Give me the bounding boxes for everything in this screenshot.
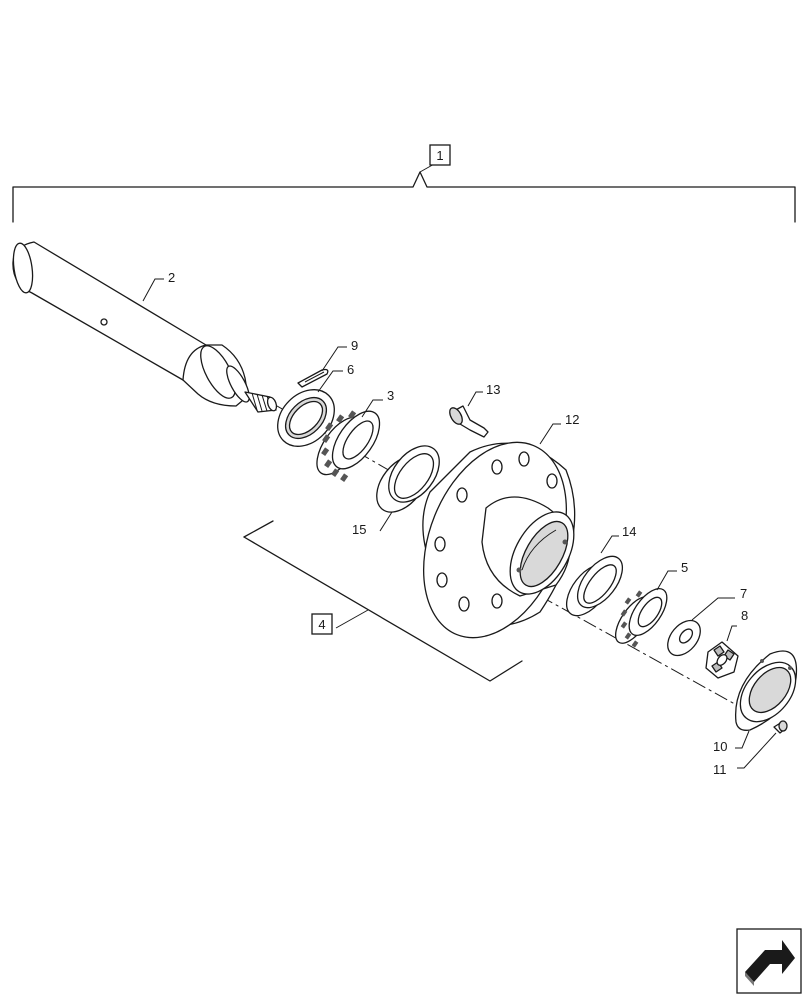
inner-bearing: [316, 410, 381, 482]
callout-11-label: 11: [713, 762, 727, 777]
wheel-hub: [422, 441, 576, 639]
wheel-stud: [449, 405, 489, 438]
callout-12: 12: [539, 412, 579, 445]
castle-nut: [705, 641, 739, 679]
roller-marks: [321, 410, 357, 482]
callout-8: 8: [726, 608, 748, 642]
callout-1-label: 1: [436, 148, 443, 163]
seal: [277, 389, 335, 447]
callout-7: 7: [691, 586, 747, 621]
callout-2-label: 2: [168, 270, 175, 285]
cap-screw: [773, 720, 788, 734]
callout-10-label: 10: [713, 739, 727, 754]
callout-5: 5: [656, 560, 688, 591]
callout-7-label: 7: [740, 586, 747, 601]
callout-13-label: 13: [486, 382, 500, 397]
callout-14-label: 14: [622, 524, 636, 539]
callout-13: 13: [467, 382, 500, 407]
callout-9: 9: [321, 338, 358, 372]
callout-1-box: 1: [429, 144, 451, 166]
spindle-washer: [667, 619, 701, 657]
callout-5-label: 5: [681, 560, 688, 575]
stud-holes: [434, 451, 558, 612]
callout-2: 2: [142, 270, 175, 302]
callout-11: 11: [713, 732, 777, 777]
callout-4-box: 4: [311, 613, 333, 635]
callout-14: 14: [600, 524, 636, 554]
outer-bearing: [615, 588, 668, 648]
callout-6: 6: [317, 362, 354, 393]
callout-15: 15: [352, 511, 393, 537]
outer-bearing-cup: [565, 555, 624, 617]
callout-10: 10: [713, 730, 750, 754]
inner-bearing-cup: [376, 445, 440, 513]
callout-8-label: 8: [741, 608, 748, 623]
callout-3: 3: [361, 388, 394, 418]
spindle-axle: [12, 241, 278, 413]
outer-roller-marks: [620, 590, 643, 648]
callout-9-label: 9: [351, 338, 358, 353]
subassembly-bracket: [243, 520, 523, 682]
callout-12-label: 12: [565, 412, 579, 427]
callout-4-label: 4: [318, 617, 325, 632]
assembly-bracket: [12, 162, 796, 223]
next-page-arrow-icon[interactable]: [736, 928, 802, 994]
callout-3-label: 3: [387, 388, 394, 403]
callout-6-label: 6: [347, 362, 354, 377]
callout-15-label: 15: [352, 522, 366, 537]
dust-cap: [734, 650, 798, 731]
